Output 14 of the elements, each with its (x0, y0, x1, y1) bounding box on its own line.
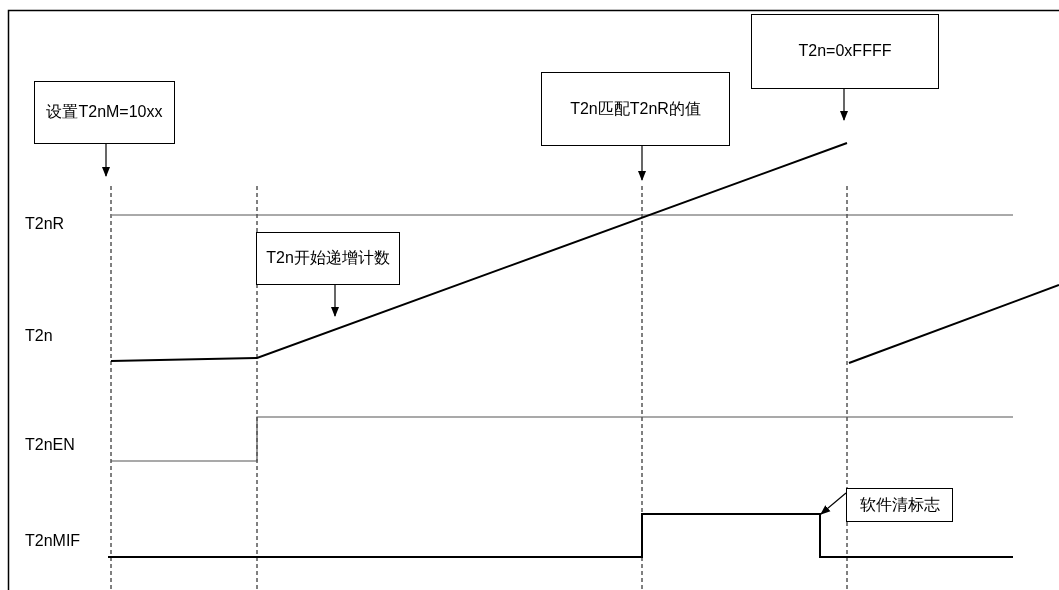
signal-label: T2nR (25, 215, 65, 233)
signal-label: T2n (25, 327, 53, 345)
callout-box: 软件清标志 (846, 488, 953, 522)
arrow (840, 88, 848, 121)
callout-box: T2n=0xFFFF (751, 14, 939, 89)
callout-box: 设置T2nM=10xx (34, 81, 175, 144)
signal-label: T2nEN (25, 436, 75, 454)
callout-box: T2n匹配T2nR的值 (541, 72, 730, 146)
arrow (102, 143, 110, 177)
arrow (638, 145, 646, 181)
callout-box: T2n开始递增计数 (256, 232, 400, 285)
arrow (331, 284, 339, 317)
signal-label: T2nMIF (25, 532, 81, 550)
arrow (820, 492, 847, 515)
